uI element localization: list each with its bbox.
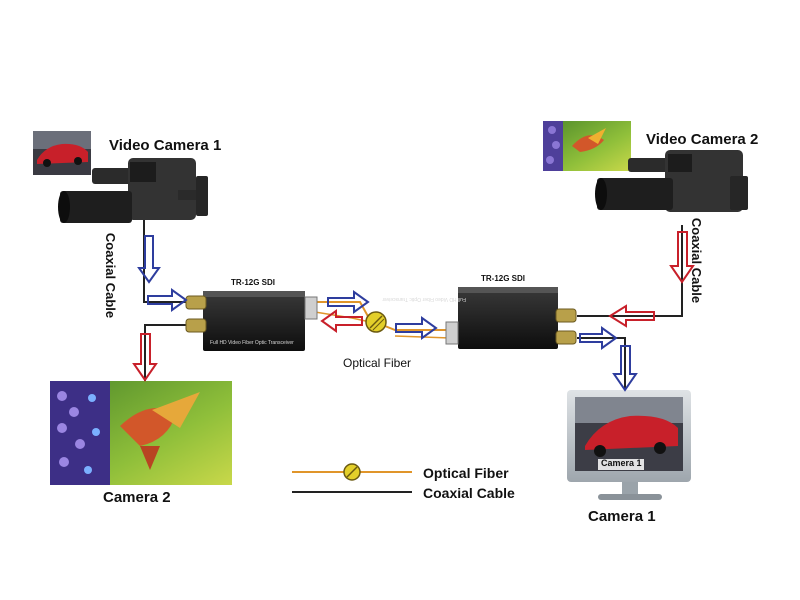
legend-coaxial-cable-label: Coaxial Cable [423,485,515,501]
left-device-model: TR-12G SDI [231,278,276,287]
arrow-down-red-left [132,333,158,382]
arrow-left-red-right-in [608,304,655,328]
arrow-left-red-fiber [320,309,363,333]
arrow-right-blue-left-in [147,288,188,312]
coaxial-cable-label-left: Coaxial Cable [103,232,119,319]
legend-optical-fiber-label: Optical Fiber [423,465,509,481]
camera-2-caption: Camera 2 [103,489,171,506]
camera-2-display [50,381,232,485]
fiber-connector-icon [365,311,387,333]
optical-fiber-label: Optical Fiber [343,356,412,370]
coax-line-right-top [577,225,683,317]
arrow-down-blue-left [137,235,161,284]
legend [292,463,412,493]
monitor-screen-label-text: Camera 1 [601,458,642,468]
right-device-model: TR-12G SDI [481,274,526,283]
right-device-face-text: Full HD Video Fiber Optic Transceiver [382,296,466,302]
monitor-label-bg [598,459,644,470]
arrow-down-red-right [669,231,695,284]
right-transceiver [445,287,577,349]
coaxial-cable-label-right: Coaxial Cable [689,217,705,304]
video-camera-1-icon [33,131,208,223]
coax-line-right-bottom [577,337,626,392]
arrow-right-blue-fiber-bottom [395,316,438,340]
coax-line-left-bottom [144,324,186,385]
left-transceiver [185,291,318,351]
video-camera-2-title: Video Camera 2 [646,131,759,148]
camera-1-caption: Camera 1 [588,508,656,525]
video-camera-1-title: Video Camera 1 [109,137,222,154]
arrow-right-blue-fiber-top [327,290,370,314]
camera-1-monitor [567,390,691,500]
arrow-right-blue-right-out [579,326,618,350]
arrow-down-blue-right [612,345,638,392]
video-camera-2-icon [543,121,748,212]
left-device-face-text: Full HD Video Fiber Optic Transceiver [210,340,294,346]
